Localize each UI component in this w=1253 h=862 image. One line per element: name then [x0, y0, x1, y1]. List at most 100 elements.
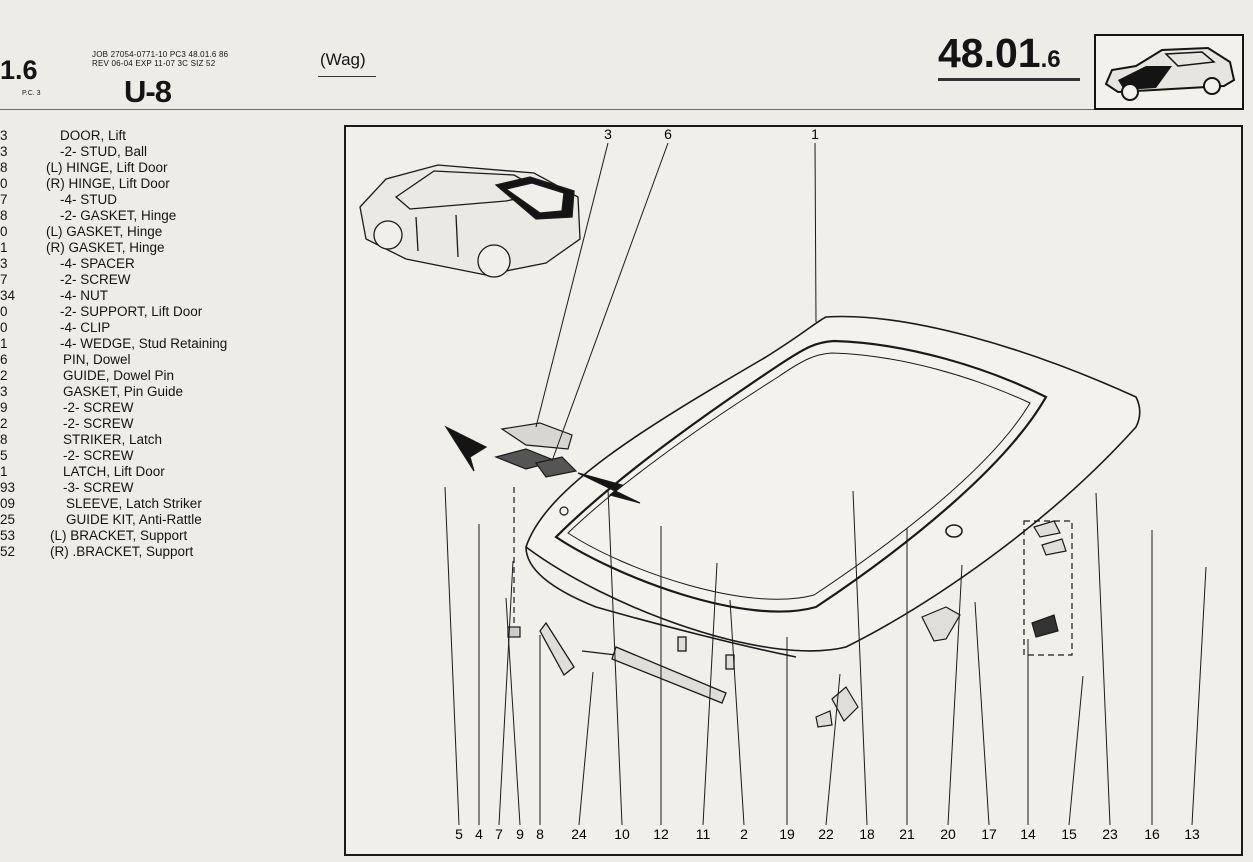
variant-underline	[318, 76, 376, 77]
leader-line	[974, 601, 990, 826]
callout-bottom-5: 5	[455, 826, 463, 842]
part-ref: 8	[0, 432, 8, 447]
leader-line	[947, 564, 963, 826]
callout-bottom-9: 9	[516, 826, 524, 842]
callout-bottom-13: 13	[1184, 826, 1200, 842]
job-line-2: REV 06-04 EXP 11-07 3C SIZ 52	[92, 59, 216, 68]
part-ref: 0	[0, 176, 8, 191]
part-description: -2- STUD, Ball	[60, 144, 148, 159]
part-ref: 1	[0, 336, 8, 351]
part-ref: 7	[0, 192, 8, 207]
wagon-illustration	[359, 164, 581, 278]
callout-bottom-10: 10	[614, 826, 630, 842]
part-ref: 0	[0, 224, 8, 239]
callout-bottom-17: 17	[981, 826, 997, 842]
page-number-main: 48.01	[938, 30, 1041, 76]
part-description: -4- NUT	[60, 288, 108, 303]
leader-line	[505, 597, 521, 826]
pc-label: P.C. 3	[22, 90, 41, 97]
callout-bottom-11: 11	[696, 826, 711, 842]
callout-bottom-20: 20	[940, 826, 956, 842]
leader-line	[535, 142, 609, 428]
part-ref: 2	[0, 416, 8, 431]
callout-top-6: 6	[664, 127, 672, 142]
leader-line	[578, 671, 594, 826]
part-description: GUIDE KIT, Anti-Rattle	[66, 512, 202, 527]
part-description: -2- SCREW	[63, 400, 134, 415]
page-number: 48.01.6	[938, 30, 1061, 77]
part-description: -2- SCREW	[63, 448, 134, 463]
part-description: (R) GASKET, Hinge	[46, 240, 165, 255]
leader-line	[702, 562, 718, 826]
leader-lines	[444, 142, 1207, 826]
part-description: LATCH, Lift Door	[63, 464, 165, 479]
part-description: DOOR, Lift	[60, 128, 127, 143]
part-description: -4- STUD	[60, 192, 117, 207]
part-ref: 3	[0, 144, 8, 159]
callout-bottom-22: 22	[818, 826, 834, 842]
leader-line	[607, 488, 623, 826]
model-code: U-8	[124, 74, 172, 109]
part-ref: 9	[0, 400, 8, 415]
part-ref: 0	[0, 304, 8, 319]
part-ref: 3	[0, 384, 8, 399]
part-ref: 93	[0, 480, 16, 495]
part-description: -4- CLIP	[60, 320, 111, 335]
part-description: (L) BRACKET, Support	[50, 528, 188, 543]
callout-bottom-21: 21	[899, 826, 915, 842]
callout-bottom-16: 16	[1144, 826, 1160, 842]
callout-top-3: 3	[604, 127, 612, 142]
part-description: PIN, Dowel	[63, 352, 131, 367]
variant-label: (Wag)	[320, 50, 366, 69]
part-description: (L) GASKET, Hinge	[46, 224, 163, 239]
callout-bottom-19: 19	[779, 826, 795, 842]
callout-bottom-2: 2	[740, 826, 748, 842]
part-description: (R) .BRACKET, Support	[50, 544, 194, 559]
callout-bottom-8: 8	[536, 826, 544, 842]
leader-line	[551, 142, 669, 462]
part-ref: 1	[0, 464, 8, 479]
leader-line	[825, 673, 841, 826]
part-ref: 8	[0, 208, 8, 223]
part-ref: 09	[0, 496, 16, 511]
part-ref: 53	[0, 528, 16, 543]
callout-bottom-18: 18	[859, 826, 875, 842]
gas-strut	[539, 621, 735, 704]
part-description: SLEEVE, Latch Striker	[66, 496, 202, 511]
part-description: GASKET, Pin Guide	[63, 384, 184, 399]
car-silhouette-icon	[1104, 46, 1236, 101]
callout-bottom-12: 12	[653, 826, 669, 842]
callout-bottom-24: 24	[571, 826, 587, 842]
leader-line	[814, 142, 817, 323]
leader-line	[1095, 492, 1111, 826]
part-ref: 0	[0, 320, 8, 335]
part-description: -2- GASKET, Hinge	[60, 208, 177, 223]
callout-bottom-4: 4	[475, 826, 483, 842]
callout-top-1: 1	[811, 127, 819, 142]
part-description: -4- SPACER	[60, 256, 135, 271]
part-ref: 5	[0, 448, 8, 463]
part-ref: 7	[0, 272, 8, 287]
part-ref: 8	[0, 160, 8, 175]
hinge-assembly	[444, 422, 641, 638]
vehicle-thumbnail	[1094, 34, 1244, 110]
part-ref: 2	[0, 368, 8, 383]
callout-bottom-15: 15	[1061, 826, 1077, 842]
part-description: -2- SCREW	[60, 272, 131, 287]
section-number: 1.6	[0, 55, 38, 85]
part-ref: 3	[0, 256, 8, 271]
lift-door-panel	[525, 315, 1141, 658]
job-info: JOB 27054-0771-10 PC3 48.01.6 86 REV 06-…	[92, 50, 228, 68]
page-number-underline	[938, 78, 1080, 81]
part-description: STRIKER, Latch	[63, 432, 163, 447]
leader-line	[729, 599, 745, 826]
part-ref: 52	[0, 544, 16, 559]
part-description: -2- SUPPORT, Lift Door	[60, 304, 203, 319]
leader-line	[498, 560, 514, 826]
page-number-sub: .6	[1040, 46, 1061, 73]
callout-bottom-23: 23	[1102, 826, 1118, 842]
part-description: -3- SCREW	[63, 480, 134, 495]
